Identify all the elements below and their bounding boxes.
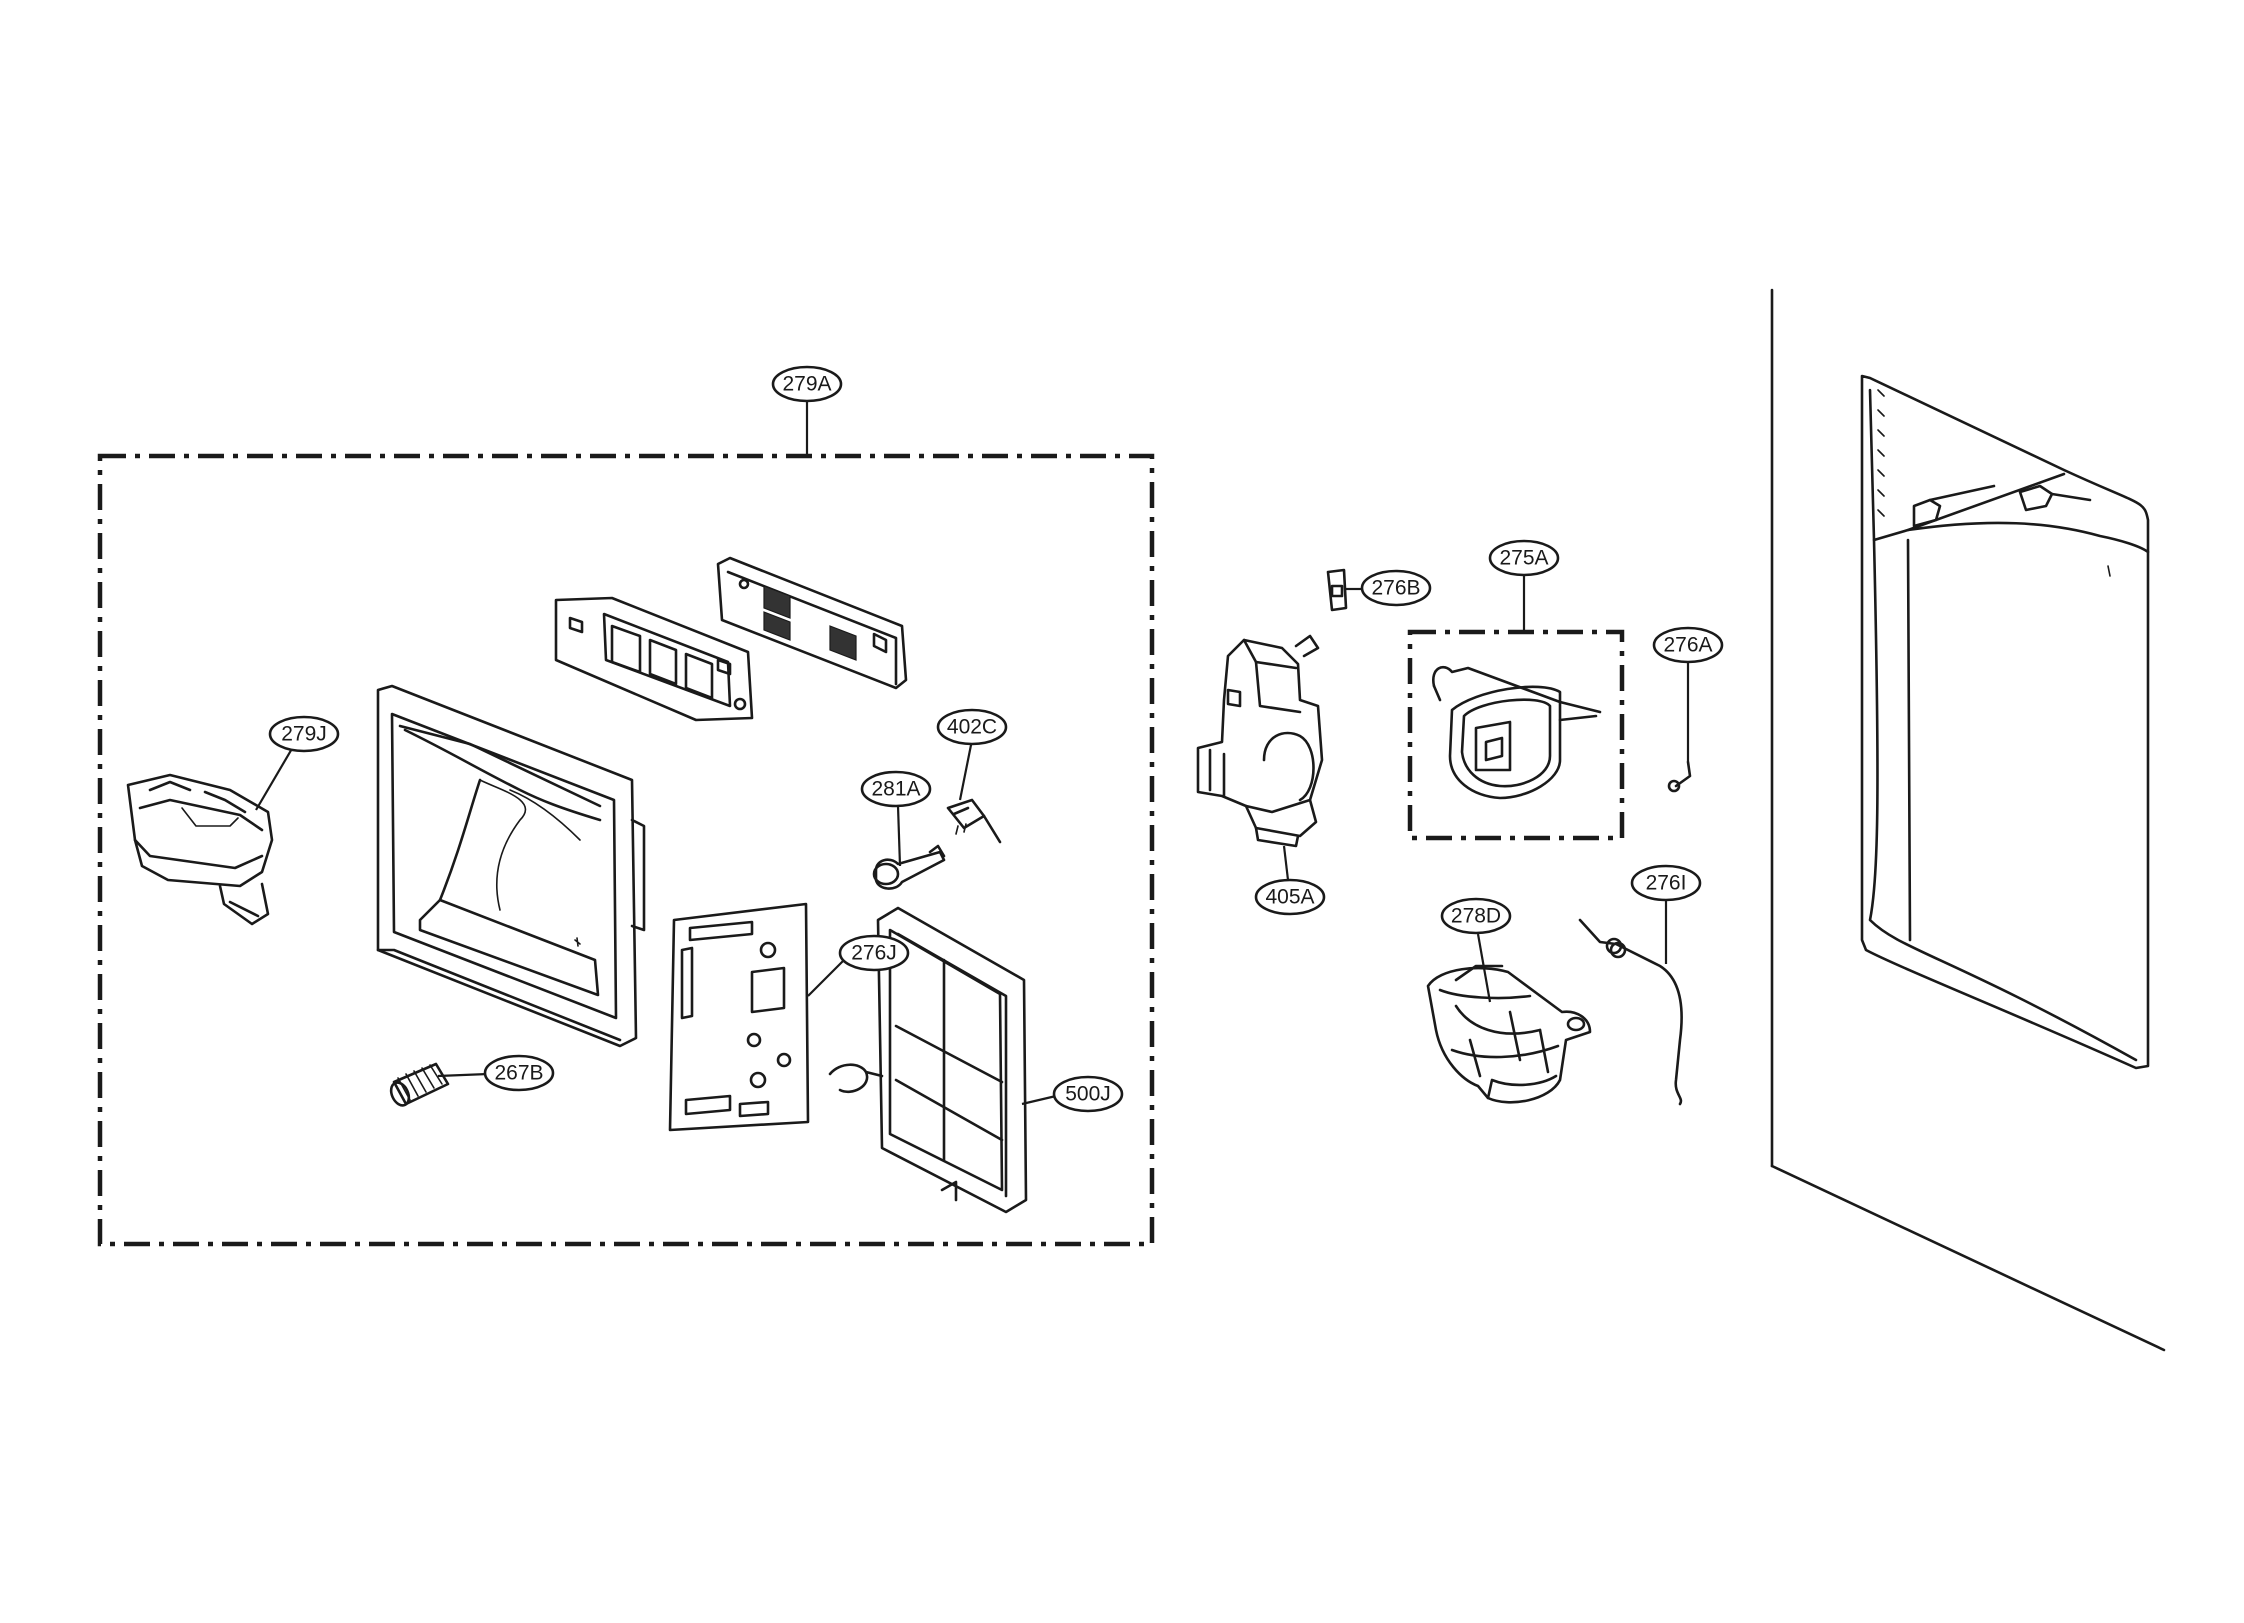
callout-276J: 276J xyxy=(838,934,910,972)
assembly-group-275A-box xyxy=(1407,629,1625,841)
part-275A-door-drawing xyxy=(1432,665,1602,800)
callout-405A: 405A xyxy=(1254,878,1326,916)
part-278D-chute-drawing xyxy=(1426,964,1592,1104)
callout-278D: 278D xyxy=(1440,897,1512,935)
callout-402C: 402C xyxy=(936,708,1008,746)
callout-276J-label: 276J xyxy=(851,942,897,965)
callout-402C-label: 402C xyxy=(947,716,997,739)
part-276I-spring-drawing xyxy=(1578,918,1683,1106)
callout-279J: 279J xyxy=(268,715,340,753)
callout-275A: 275A xyxy=(1488,539,1560,577)
callout-275A-label: 275A xyxy=(1499,547,1548,570)
callout-281A-label: 281A xyxy=(871,778,920,801)
part-279J-drawing xyxy=(126,773,274,926)
callout-279A: 279A xyxy=(771,365,843,403)
refrigerator-door-drawing xyxy=(1770,288,2166,1352)
callout-276A: 276A xyxy=(1652,626,1724,664)
callout-267B-label: 267B xyxy=(494,1062,543,1085)
callout-278D-label: 278D xyxy=(1451,905,1501,928)
part-276J-pcb-drawing xyxy=(668,902,810,1132)
display-bracket-left-drawing xyxy=(554,596,754,722)
part-276A-pin-drawing xyxy=(1667,760,1692,793)
part-500J-cover-drawing xyxy=(828,906,1028,1214)
callout-500J: 500J xyxy=(1052,1075,1124,1113)
part-276B-clip-drawing xyxy=(1326,568,1348,612)
callout-276A-label: 276A xyxy=(1663,634,1712,657)
callout-281A: 281A xyxy=(860,770,932,808)
part-267B-spring-drawing xyxy=(389,1062,450,1107)
callout-276B: 276B xyxy=(1360,569,1432,607)
callout-276I-label: 276I xyxy=(1646,872,1687,895)
callout-276I: 276I xyxy=(1630,864,1702,902)
part-402C-drawing xyxy=(946,798,1002,844)
dispenser-cover-frame-drawing xyxy=(376,684,646,1048)
part-281A-drawing xyxy=(872,844,946,890)
callout-279A-label: 279A xyxy=(782,373,831,396)
assembly-group-279A-box xyxy=(97,453,1155,1247)
callout-500J-label: 500J xyxy=(1065,1083,1111,1106)
part-405A-motor-drawing xyxy=(1196,634,1324,848)
callout-267B: 267B xyxy=(483,1054,555,1092)
callout-279J-label: 279J xyxy=(281,723,327,746)
display-bracket-right-drawing xyxy=(716,556,908,690)
callout-276B-label: 276B xyxy=(1371,577,1420,600)
leader-lines xyxy=(255,400,1690,1106)
callout-405A-label: 405A xyxy=(1265,886,1314,909)
